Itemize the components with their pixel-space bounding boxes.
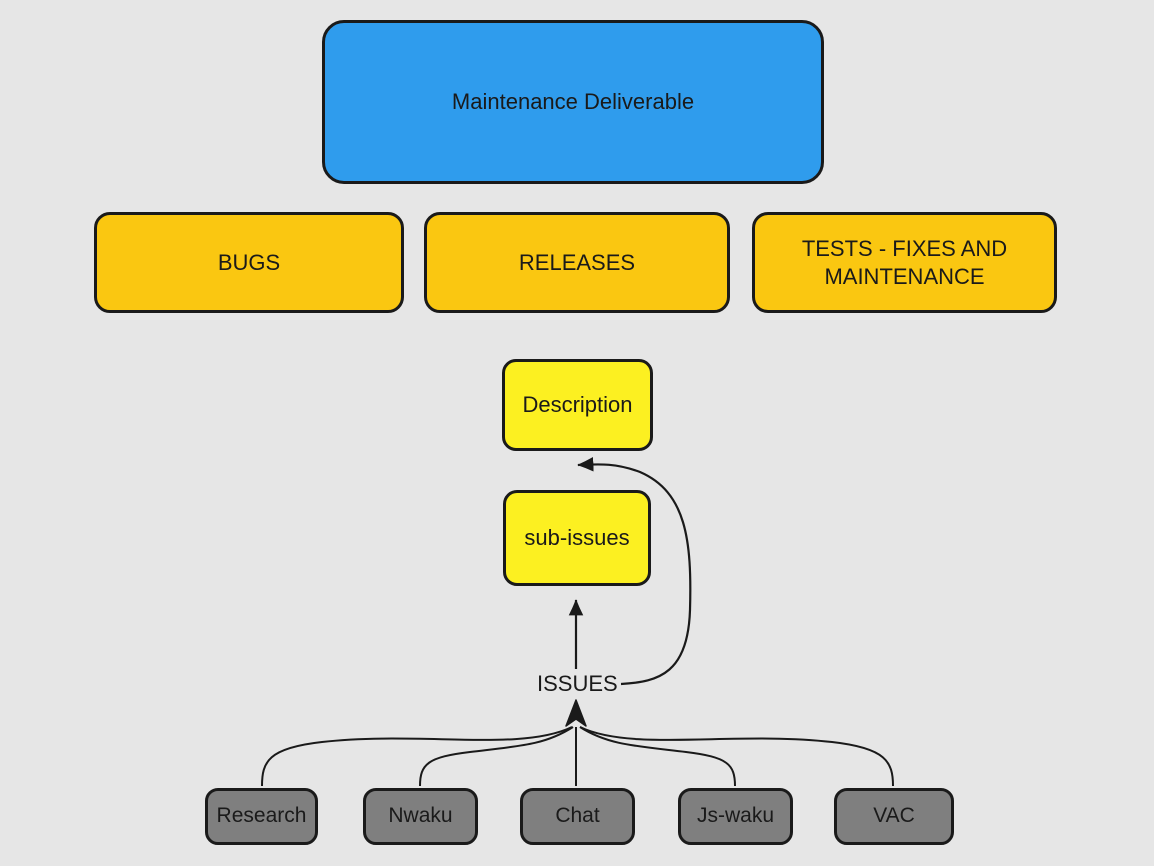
- node-label: Js-waku: [696, 804, 775, 828]
- issues-arrowhead-icon: [565, 699, 587, 727]
- node-sub-issues[interactable]: sub-issues: [503, 490, 651, 586]
- node-label: VAC: [873, 804, 915, 828]
- node-label: Chat: [555, 804, 600, 828]
- node-label: Description: [522, 392, 633, 418]
- node-tests-fixes-and-maintenance[interactable]: TESTS - FIXES AND MAINTENANCE: [752, 212, 1057, 313]
- node-releases[interactable]: RELEASES: [424, 212, 730, 313]
- edge-vac-to-issues: [579, 726, 894, 787]
- edge-jswaku-to-issues: [579, 726, 736, 787]
- node-chat[interactable]: Chat: [520, 788, 635, 845]
- node-vac[interactable]: VAC: [834, 788, 954, 845]
- node-nwaku[interactable]: Nwaku: [363, 788, 478, 845]
- node-maintenance-deliverable[interactable]: Maintenance Deliverable: [322, 20, 824, 184]
- node-js-waku[interactable]: Js-waku: [678, 788, 793, 845]
- edge-label-text: ISSUES: [537, 671, 618, 696]
- edge-nwaku-to-issues: [419, 726, 574, 787]
- node-bugs[interactable]: BUGS: [94, 212, 404, 313]
- node-label: RELEASES: [518, 249, 636, 275]
- node-label: Research: [216, 804, 307, 828]
- node-label: sub-issues: [524, 525, 630, 551]
- edge-label-issues: ISSUES: [537, 671, 618, 697]
- node-label: Nwaku: [388, 804, 453, 828]
- node-label: BUGS: [217, 249, 281, 275]
- node-description[interactable]: Description: [502, 359, 653, 451]
- node-label: Maintenance Deliverable: [451, 89, 695, 115]
- edge-research-to-issues: [261, 726, 573, 787]
- node-label: TESTS - FIXES AND MAINTENANCE: [801, 236, 1008, 289]
- node-research[interactable]: Research: [205, 788, 318, 845]
